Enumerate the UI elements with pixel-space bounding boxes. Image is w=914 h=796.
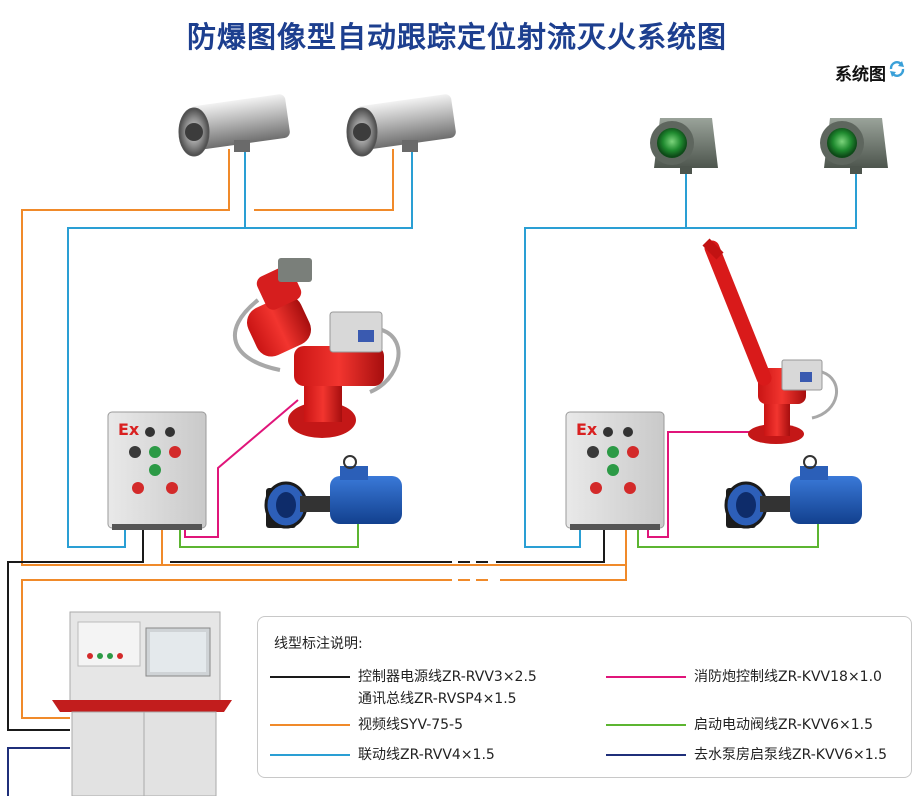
cannon-control-line-swatch bbox=[606, 676, 686, 678]
video-line-swatch bbox=[270, 724, 350, 726]
video-wire bbox=[21, 149, 626, 566]
video-wire bbox=[21, 528, 627, 719]
cannon-control-wire bbox=[184, 399, 299, 538]
ex-label: Ex bbox=[576, 420, 598, 439]
legend-title: 线型标注说明: bbox=[274, 636, 363, 652]
electric-butterfly-valve-icon bbox=[264, 455, 402, 529]
ex-label: Ex bbox=[118, 420, 140, 439]
pump-wire bbox=[7, 747, 70, 796]
explosion-proof-control-box-icon bbox=[565, 411, 665, 530]
line-type-legend: 线型标注说明: 控制器电源线ZR-RVV3×2.5 通讯总线ZR-RVSP4×1… bbox=[257, 616, 912, 778]
power-wire bbox=[7, 528, 144, 731]
linkage-wire bbox=[245, 149, 413, 229]
explosion-proof-camera-icon bbox=[178, 94, 290, 157]
explosion-proof-camera-icon bbox=[346, 94, 456, 157]
legend-item-label: 启动电动阀线ZR-KVV6×1.5 bbox=[694, 717, 874, 733]
system-diagram-label[interactable]: 系统图 bbox=[835, 65, 886, 85]
legend-item-label: 联动线ZR-RVV4×1.5 bbox=[358, 747, 495, 763]
valve-wire bbox=[179, 518, 359, 548]
cannon-control-wire bbox=[647, 431, 760, 538]
legend-item-label: 去水泵房启泵线ZR-KVV6×1.5 bbox=[694, 747, 888, 763]
page-title: 防爆图像型自动跟踪定位射流灭火系统图 bbox=[186, 20, 727, 54]
fire-monitor-cannon-icon bbox=[232, 258, 401, 438]
power-wire bbox=[496, 528, 605, 563]
legend-item-label: 视频线SYV-75-5 bbox=[358, 717, 464, 733]
linkage-wire bbox=[524, 168, 687, 548]
legend-item-label: 控制器电源线ZR-RVV3×2.5 bbox=[358, 669, 537, 685]
power-line-swatch bbox=[270, 676, 350, 678]
valve-line-swatch bbox=[606, 724, 686, 726]
refresh-icon[interactable] bbox=[888, 60, 906, 78]
electric-butterfly-valve-icon bbox=[724, 455, 862, 529]
explosion-proof-control-box-icon bbox=[107, 411, 207, 530]
legend-item-label: 消防炮控制线ZR-KVV18×1.0 bbox=[694, 669, 882, 685]
pump-line-swatch bbox=[606, 754, 686, 756]
central-control-console-icon bbox=[52, 611, 232, 796]
flame-detector-icon bbox=[820, 118, 888, 174]
linkage-wire bbox=[686, 168, 857, 229]
video-wire bbox=[254, 149, 394, 211]
legend-item-label: 通讯总线ZR-RVSP4×1.5 bbox=[358, 691, 517, 707]
fire-monitor-cannon-icon bbox=[702, 238, 838, 444]
linkage-line-swatch bbox=[270, 754, 350, 756]
valve-wire bbox=[637, 518, 819, 548]
flame-detector-icon bbox=[650, 118, 718, 174]
linkage-wire bbox=[67, 149, 246, 548]
